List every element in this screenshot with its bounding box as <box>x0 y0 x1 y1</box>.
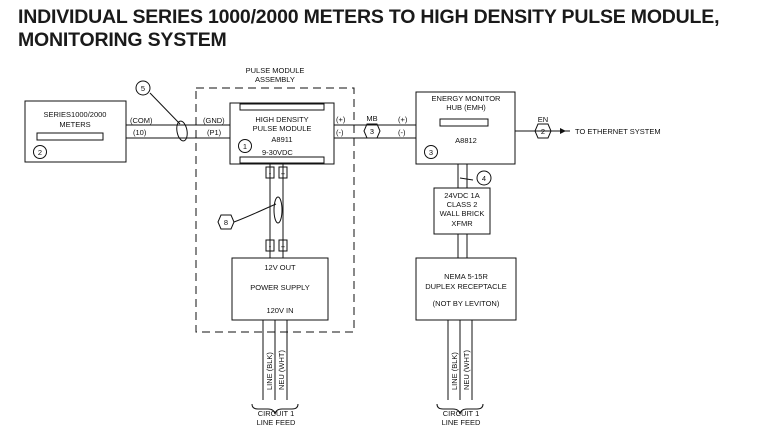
psu-top-plus-tag <box>278 166 288 179</box>
en-num: 2 <box>541 127 545 136</box>
hdpm-bottom-bar <box>239 156 325 164</box>
psu-label: POWER SUPPLY <box>250 283 309 292</box>
callout-4-leader <box>459 177 474 181</box>
psu-bottom-minus: - <box>269 242 272 251</box>
psu-top-plus: + <box>281 169 286 178</box>
cable-bundle-5 <box>176 120 188 142</box>
wire-p1-label: (P1) <box>207 128 222 137</box>
mb-label: MB <box>366 114 377 123</box>
psu-out: 12V OUT <box>264 263 296 272</box>
xfmr-line-2: CLASS 2 <box>447 200 478 209</box>
wire-com-label: (COM) <box>130 116 153 125</box>
hdpm-top-bar <box>239 103 325 111</box>
hdpm-model: A8911 <box>271 135 292 144</box>
feed-left-neu: NEU (WHT) <box>277 350 286 390</box>
feed-left-line: LINE (BLK) <box>265 352 274 390</box>
emh-label-1: ENERGY MONITOR <box>432 94 501 103</box>
emh-box <box>415 91 516 165</box>
callout-8-leader <box>233 203 277 223</box>
en-callout-hex <box>534 123 552 139</box>
emh-callout-circle <box>424 145 438 159</box>
feed-left-circuit: CIRCUIT 1 <box>258 409 295 418</box>
title-line-1: INDIVIDUAL SERIES 1000/2000 METERS TO HI… <box>18 6 720 28</box>
callout-4-num: 4 <box>482 174 486 183</box>
xfmr-line-4: XFMR <box>451 219 473 228</box>
hdpm-label-1: HIGH DENSITY <box>255 115 308 124</box>
psu-top-minus: - <box>269 169 272 178</box>
mb-minus-left: (-) <box>336 128 344 137</box>
callout-5-num: 5 <box>141 84 145 93</box>
feed-right-circuit: CIRCUIT 1 <box>443 409 480 418</box>
receptacle-box <box>415 257 517 321</box>
meters-label-1: SERIES1000/2000 <box>44 110 107 119</box>
emh-display <box>439 118 489 127</box>
hdpm-callout-circle <box>238 139 252 153</box>
feed-right-feed: LINE FEED <box>442 418 481 427</box>
en-arrow-icon <box>560 128 566 134</box>
en-target: TO ETHERNET SYSTEM <box>575 127 661 136</box>
emh-label-2: HUB (EMH) <box>446 103 486 112</box>
feed-right-line: LINE (BLK) <box>450 352 459 390</box>
meters-display <box>36 132 104 141</box>
callout-4-circle <box>476 170 492 186</box>
psu-bottom-minus-tag <box>265 239 275 252</box>
power-supply-box <box>231 257 329 321</box>
callout-5-leader <box>149 92 181 125</box>
assembly-label-1: PULSE MODULE <box>246 66 305 75</box>
xfmr-box <box>433 187 491 235</box>
feed-left-feed: LINE FEED <box>257 418 296 427</box>
callout-5-circle <box>135 80 151 96</box>
meters-callout-circle <box>33 145 47 159</box>
receptacle-line-2: DUPLEX RECEPTACLE <box>425 282 507 291</box>
page-title: INDIVIDUAL SERIES 1000/2000 METERS TO HI… <box>18 6 768 52</box>
psu-in: 120V IN <box>266 306 293 315</box>
assembly-label-2: ASSEMBLY <box>255 75 295 84</box>
mb-minus-right: (-) <box>398 128 406 137</box>
callout-8-num: 8 <box>224 218 228 227</box>
meters-num: 2 <box>38 148 42 157</box>
meters-box <box>24 100 127 163</box>
xfmr-line-1: 24VDC 1A <box>444 191 479 200</box>
wire-10-label: (10) <box>133 128 147 137</box>
receptacle-line-1: NEMA 5-15R <box>444 272 488 281</box>
hdpm-num: 1 <box>243 142 247 151</box>
hdpm-box <box>229 102 335 165</box>
emh-num: 3 <box>429 148 433 157</box>
mb-num: 3 <box>370 127 374 136</box>
callout-8-hex <box>217 214 235 230</box>
meters-label-2: METERS <box>59 120 90 129</box>
feed-right-brace <box>436 403 484 415</box>
receptacle-line-3: (NOT BY LEVITON) <box>433 299 500 308</box>
mb-plus-right: (+) <box>398 115 408 124</box>
mb-callout-hex <box>363 123 381 139</box>
emh-model: A8812 <box>455 136 477 145</box>
feed-left-brace <box>251 403 299 415</box>
feed-right-neu: NEU (WHT) <box>462 350 471 390</box>
psu-bottom-plus: + <box>281 242 286 251</box>
xfmr-line-3: WALL BRICK <box>440 209 485 218</box>
psu-top-minus-tag <box>265 166 275 179</box>
psu-bottom-plus-tag <box>278 239 288 252</box>
wire-gnd-label: (GND) <box>203 116 225 125</box>
mb-plus-left: (+) <box>336 115 346 124</box>
title-line-2: MONITORING SYSTEM <box>18 29 227 51</box>
en-label: EN <box>538 115 548 124</box>
cable-bundle-8 <box>273 196 283 224</box>
hdpm-voltage: 9-30VDC <box>262 148 293 157</box>
hdpm-label-2: PULSE MODULE <box>253 124 312 133</box>
